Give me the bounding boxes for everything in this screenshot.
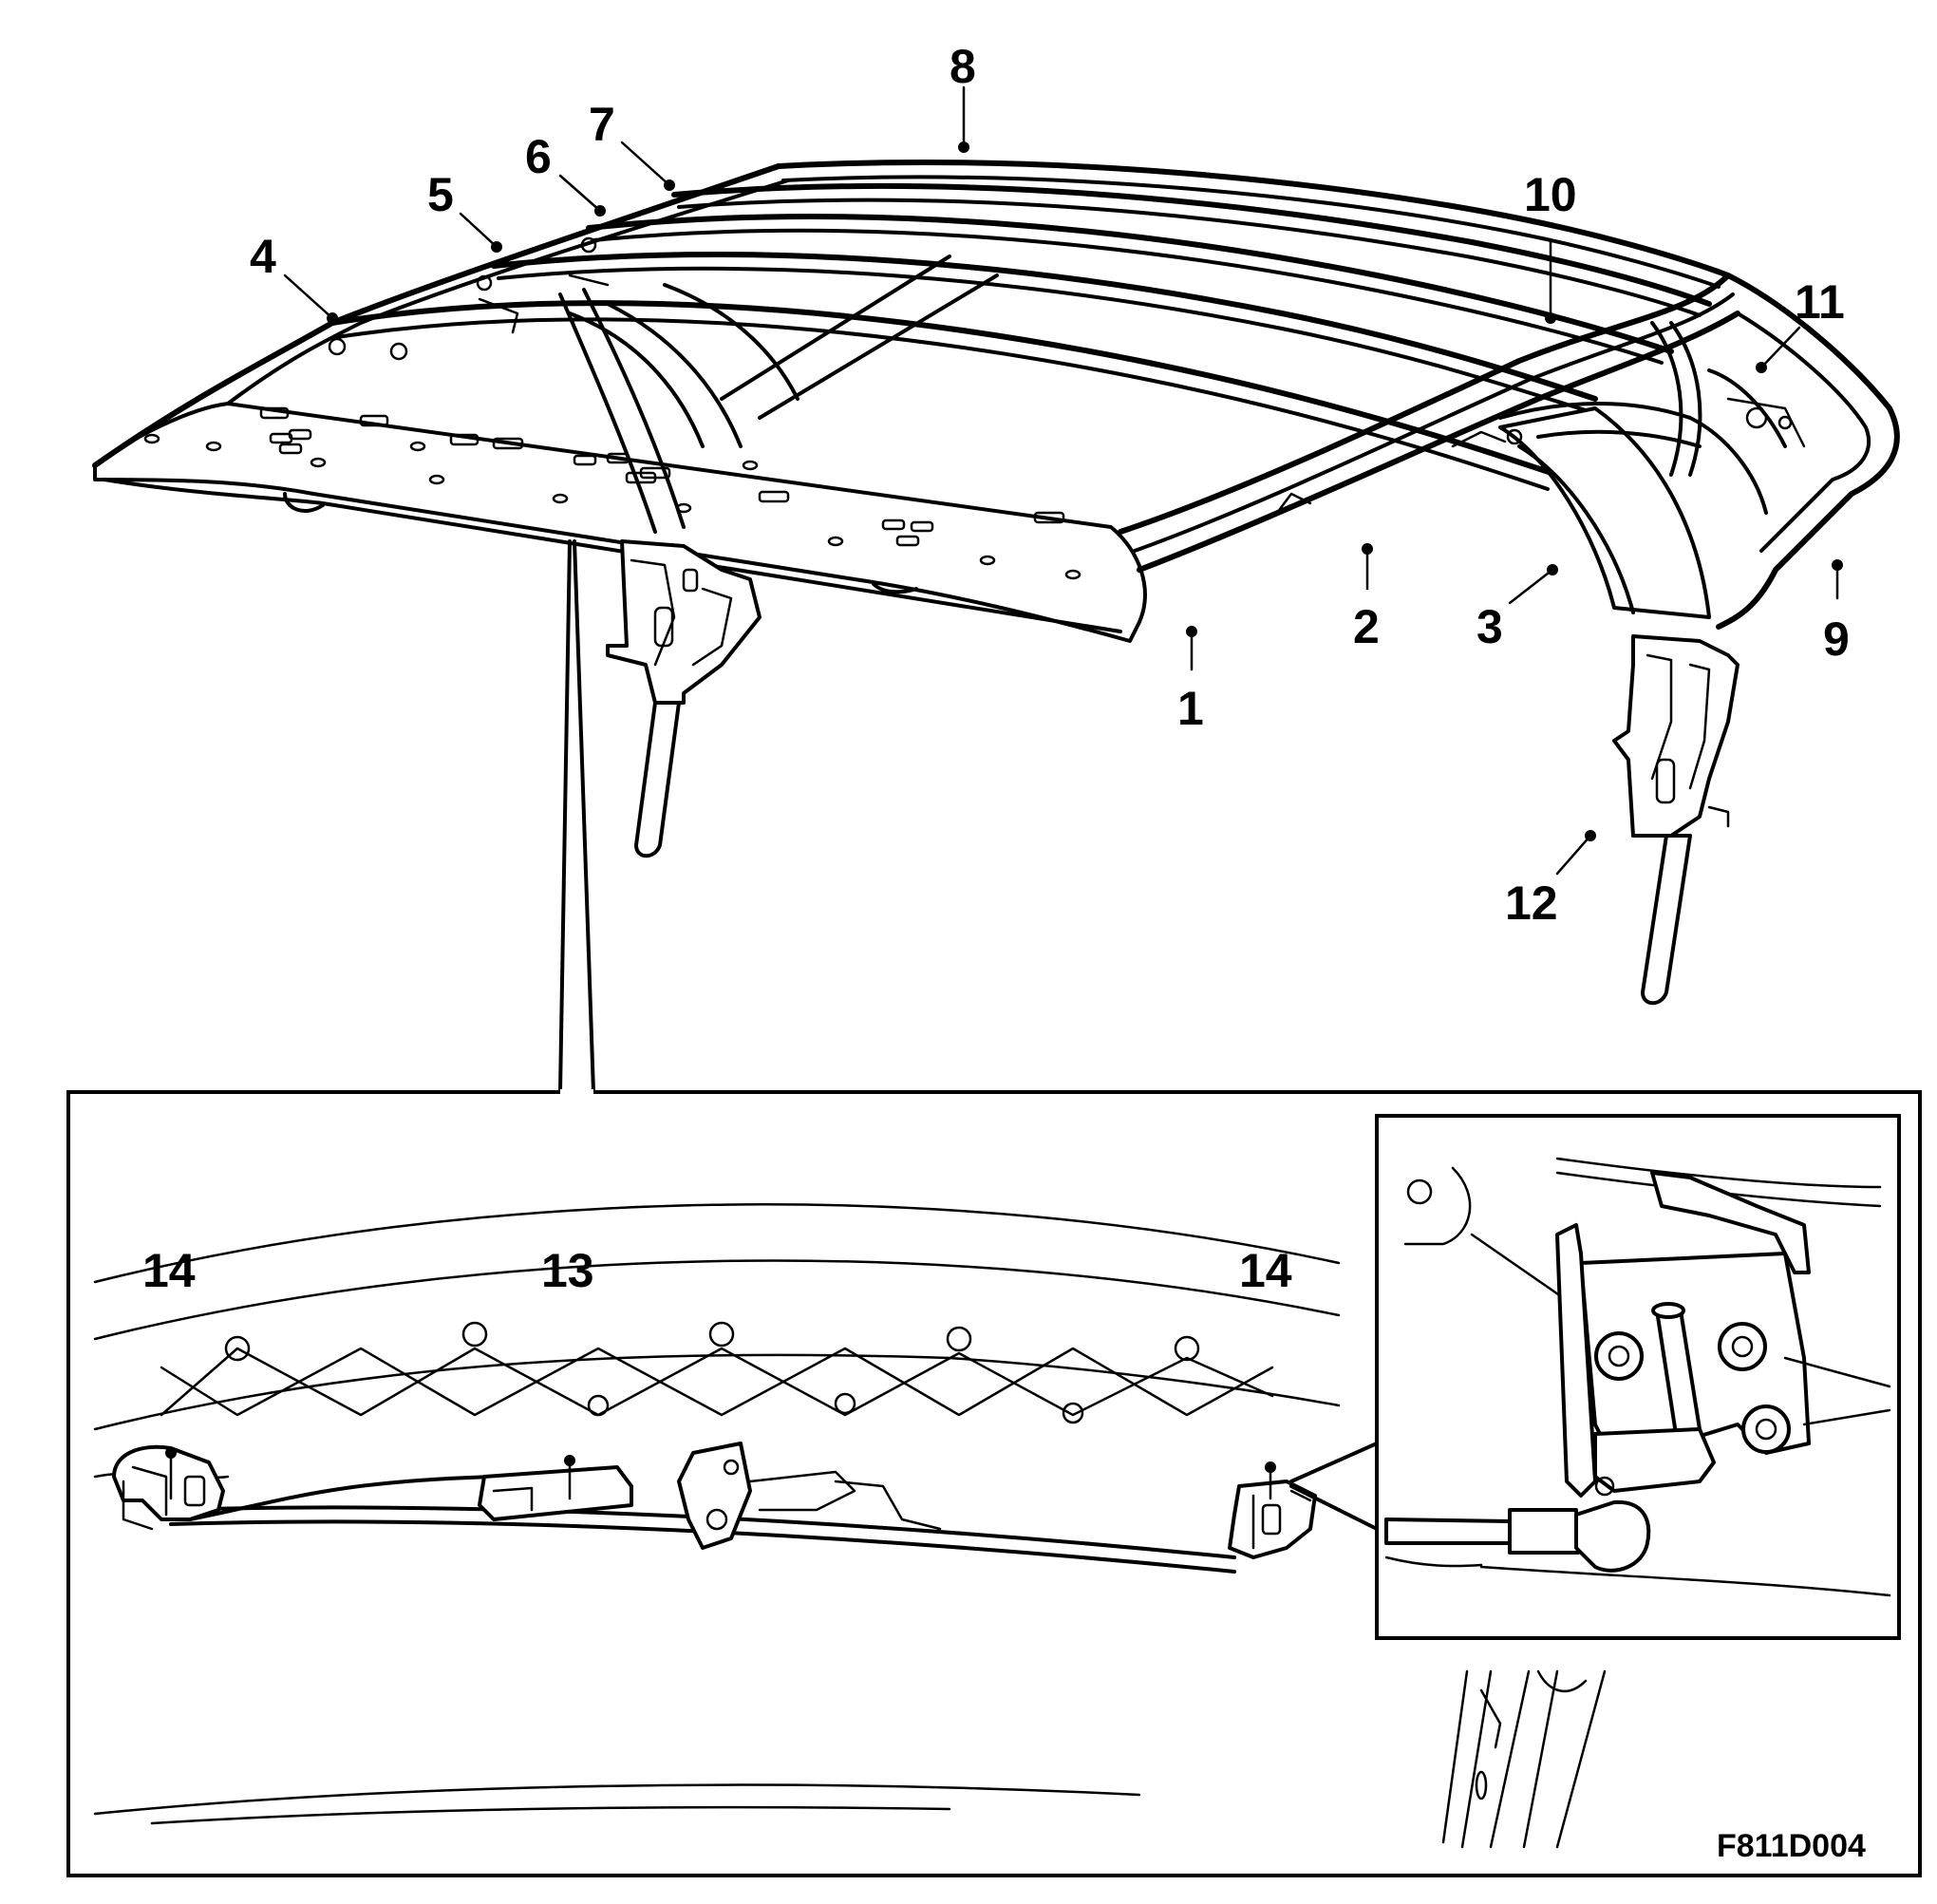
callout-leaders: [283, 85, 1843, 876]
torx-screws: [1594, 1322, 1791, 1454]
callout-10: 10: [1524, 168, 1577, 221]
callout-2: 2: [1353, 600, 1380, 653]
left-side-rail: [92, 163, 781, 468]
callout-13: 13: [541, 1244, 594, 1297]
callout-7: 7: [589, 98, 615, 151]
roof-bow-7: [671, 182, 1712, 307]
callout-12: 12: [1505, 877, 1558, 930]
inset-connector-right: [573, 539, 595, 1094]
roof-bow-4: [329, 300, 1560, 478]
callout-11: 11: [1795, 275, 1845, 329]
roof-bow-6: [586, 214, 1674, 354]
inset-connector-left: [558, 539, 572, 1094]
detail-inset: [66, 1089, 1922, 1877]
left-latch: [112, 1444, 225, 1531]
latch-zoom-illustration: [1384, 1157, 1891, 1597]
right-latch: [1228, 1480, 1317, 1559]
callout-4: 4: [250, 230, 276, 283]
scissor-lattice: [160, 1321, 1274, 1424]
center-actuator: [478, 1442, 942, 1550]
header-holes: [143, 406, 1081, 580]
callout-6: 6: [525, 130, 552, 183]
roof-bow-8: [776, 160, 1731, 278]
right-pillar-bracket: [1612, 634, 1740, 1006]
right-side-rail: [1118, 273, 1731, 535]
callout-14-left: 14: [142, 1244, 196, 1297]
callout-9: 9: [1823, 613, 1850, 666]
callout-14-right: 14: [1239, 1244, 1292, 1297]
left-pillar-bracket: [606, 539, 762, 858]
callout-1: 1: [1177, 682, 1204, 735]
callout-3: 3: [1476, 600, 1503, 653]
drawing-code: F811D004: [1717, 1828, 1866, 1864]
rear-quarter-panel: [1498, 406, 1711, 619]
callout-5: 5: [427, 168, 454, 221]
pillar-sketch: [1441, 1669, 1607, 1849]
roof-frame-illustration: [92, 160, 1900, 1006]
callout-8: 8: [950, 40, 976, 93]
callout-labels: 1 2 3 4 5 6 7 8 9 10 11 12 13 14 14 F811…: [142, 40, 1866, 1864]
